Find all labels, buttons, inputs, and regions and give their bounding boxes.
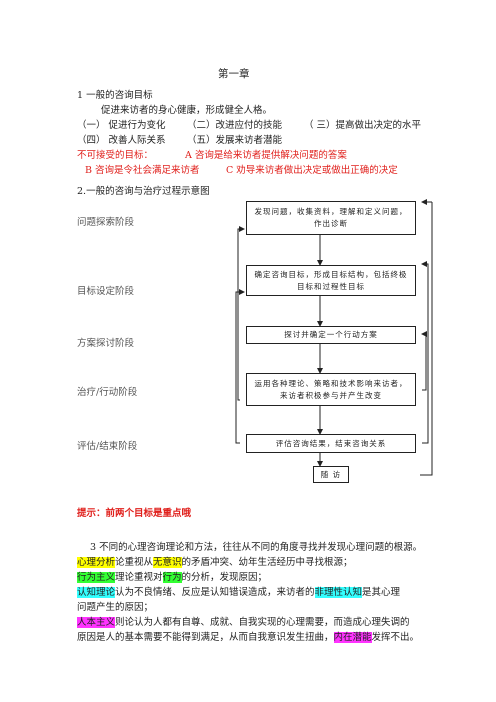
- feedback-left-2: [237, 226, 245, 401]
- goal-item-3: （ 三）提高做出决定的水平: [304, 120, 422, 131]
- section3-line1: 3 不同的心理咨询理论和方法，往往从不同的角度寻找并发现心理问题的根源。: [90, 542, 423, 553]
- goal-item-2: （二）改进应付的技能: [187, 120, 283, 131]
- section2-heading: 2.一般的咨询与治疗过程示意图: [77, 186, 210, 197]
- stage-label-5: 评估/结束阶段: [77, 441, 138, 452]
- flow-box-6: 随 访: [313, 466, 349, 483]
- highlight-behaviorism: 行为主义: [77, 572, 116, 583]
- stage-label-2: 目标设定阶段: [77, 286, 135, 297]
- highlight-humanism: 人本主义: [77, 617, 116, 628]
- line6-text-a: 则论认为人都有自尊、成就、自我实现的心理需要，而造成心理失调的: [115, 617, 410, 628]
- highlight-irrational: 非理性认知: [314, 587, 363, 598]
- unacceptable-c: C 劝导来访者做出决定或做出正确的决定: [226, 165, 398, 176]
- line7-text-b: 发挥不出。: [371, 632, 420, 643]
- unacceptable-label: 不可接受的目标：: [77, 150, 154, 161]
- stage-label-4: 治疗/行动阶段: [77, 387, 138, 398]
- highlight-potential: 内在潜能: [333, 632, 372, 643]
- unacceptable-b: B 咨询是令社会满足来访者: [85, 165, 200, 176]
- highlight-cognitive: 认知理论: [77, 587, 116, 598]
- section3-line6: 人本主义则论认为人都有自尊、成就、自我实现的心理需要，而造成心理失调的: [77, 615, 410, 631]
- line3-text-b: 的分析，发现原因；: [181, 572, 268, 583]
- section3-line7: 原因是人的基本需要不能得到满足，从而自我意识发生扭曲，内在潜能发挥不出。: [77, 630, 419, 646]
- goal-item-4: （四） 改善人际关系: [77, 135, 166, 146]
- highlight-behavior: 行为: [162, 572, 182, 583]
- line3-text-a: 理论重视对: [115, 572, 163, 583]
- line7-text-a: 原因是人的基本需要不能得到满足，从而自我意识发生扭曲，: [77, 632, 334, 643]
- line4-text-a: 认为不良情绪、反应是认知错误造成，来访者的: [115, 587, 315, 598]
- flow-box-3: 探讨并确定一个行动方案: [246, 326, 416, 344]
- unacceptable-a: A 咨询是给来访者提供解决问题的答案: [185, 150, 347, 161]
- chapter-title: 第一章: [218, 68, 250, 80]
- line2-text-b: 的矛盾冲突、幼年生活经历中寻找根源；: [181, 557, 353, 568]
- flow-box-1: 发现问题，收集资料，理解和定义问题，作出诊断: [246, 201, 416, 235]
- section3-line4: 认知理论认为不良情绪、反应是认知错误造成，来访者的非理性认知是其心理: [77, 585, 400, 601]
- stage-label-3: 方案探讨阶段: [77, 338, 135, 349]
- flow-box-4: 运用各种理论、策略和技术影响来访者，来访者积极参与并产生改变: [246, 373, 416, 406]
- highlight-psychoanalysis: 心理分析: [77, 557, 116, 568]
- feedback-left-1: [235, 289, 245, 444]
- section3-line5: 问题产生的原因；: [77, 602, 154, 613]
- feedback-loop-1: [421, 261, 429, 444]
- tip-text: 提示：前两个目标是重点哦: [77, 508, 192, 519]
- line4-text-b: 是其心理: [362, 587, 401, 598]
- section1-goal: 促进来访者的身心健康，形成健全人格。: [101, 105, 273, 116]
- flow-box-2: 确定咨询目标，形成目标结构，包括终极目标和过程性目标: [246, 265, 416, 296]
- goal-item-5: （五）发展来访者潜能: [187, 135, 283, 146]
- highlight-unconscious: 无意识: [153, 557, 182, 568]
- section1-heading: 1 一般的咨询目标: [77, 90, 153, 101]
- line2-text-a: 论重视从: [115, 557, 154, 568]
- section3-line3: 行为主义理论重视对行为的分析，发现原因；: [77, 570, 267, 586]
- goal-item-1: （一） 促进行为变化: [77, 120, 166, 131]
- section3-line2: 心理分析论重视从无意识的矛盾冲突、幼年生活经历中寻找根源；: [77, 555, 353, 571]
- stage-label-1: 问题探索阶段: [77, 217, 135, 228]
- flow-box-5: 评估咨询结果，结束咨询关系: [246, 434, 416, 453]
- feedback-outer: [420, 202, 433, 476]
- feedback-loop-2: [421, 331, 427, 391]
